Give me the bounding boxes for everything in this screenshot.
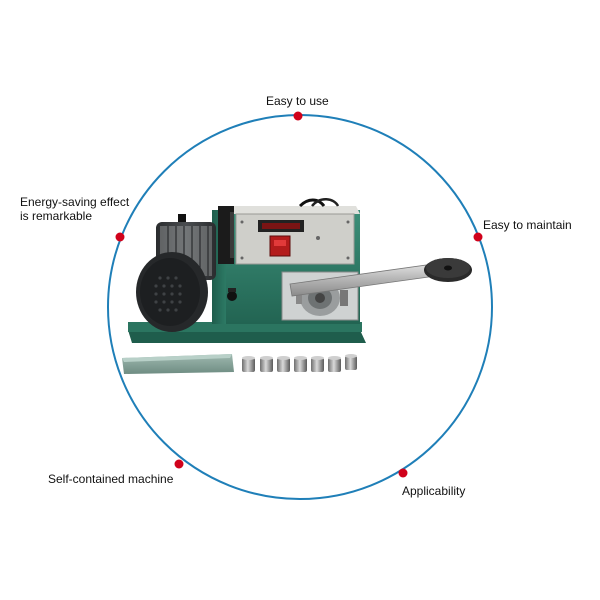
marker-applicability	[398, 468, 408, 478]
label-self-contained: Self-contained machine	[48, 472, 174, 486]
grinding-machine-image	[122, 198, 472, 374]
marker-energy-saving	[115, 232, 125, 242]
label-energy-saving-line1: Energy-saving effect	[20, 195, 130, 209]
label-applicability: Applicability	[402, 484, 466, 498]
marker-easy-to-maintain	[473, 232, 483, 242]
label-easy-to-use: Easy to use	[266, 94, 329, 108]
label-easy-to-maintain: Easy to maintain	[483, 218, 572, 232]
marker-self-contained	[174, 459, 184, 469]
label-energy-saving: Energy-saving effect is remarkable	[20, 195, 129, 223]
label-energy-saving-line2: is remarkable	[20, 209, 93, 223]
marker-easy-to-use	[293, 111, 303, 121]
